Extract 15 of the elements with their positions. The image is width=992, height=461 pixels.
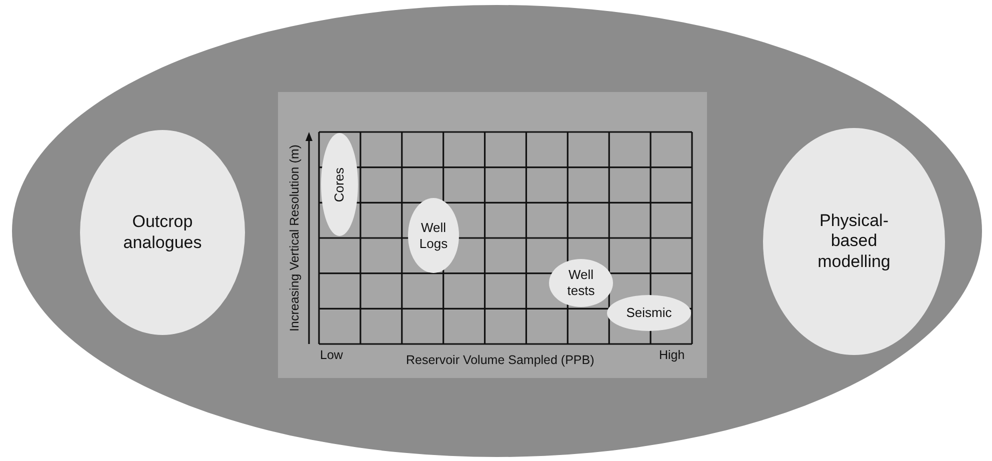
node-label: Cores xyxy=(332,167,348,202)
ellipse-node xyxy=(408,198,459,273)
ellipse-node xyxy=(607,295,691,331)
node-label: Well Logs xyxy=(418,220,449,252)
axis-label: Reservoir Volume Sampled (PPB) xyxy=(406,353,594,368)
ellipse-node xyxy=(549,259,613,307)
node-label: Outcrop analogues xyxy=(122,212,203,253)
ellipse-node xyxy=(321,133,358,236)
axis-label: High xyxy=(659,348,685,363)
node-label: Seismic xyxy=(626,305,672,321)
axis-label: Low xyxy=(320,348,343,363)
chart-panel xyxy=(278,92,707,378)
node-label: Physical-based modelling xyxy=(816,210,892,272)
axis-label: Increasing Vertical Resolution (m) xyxy=(288,144,302,332)
node-label: Well tests xyxy=(566,267,596,299)
